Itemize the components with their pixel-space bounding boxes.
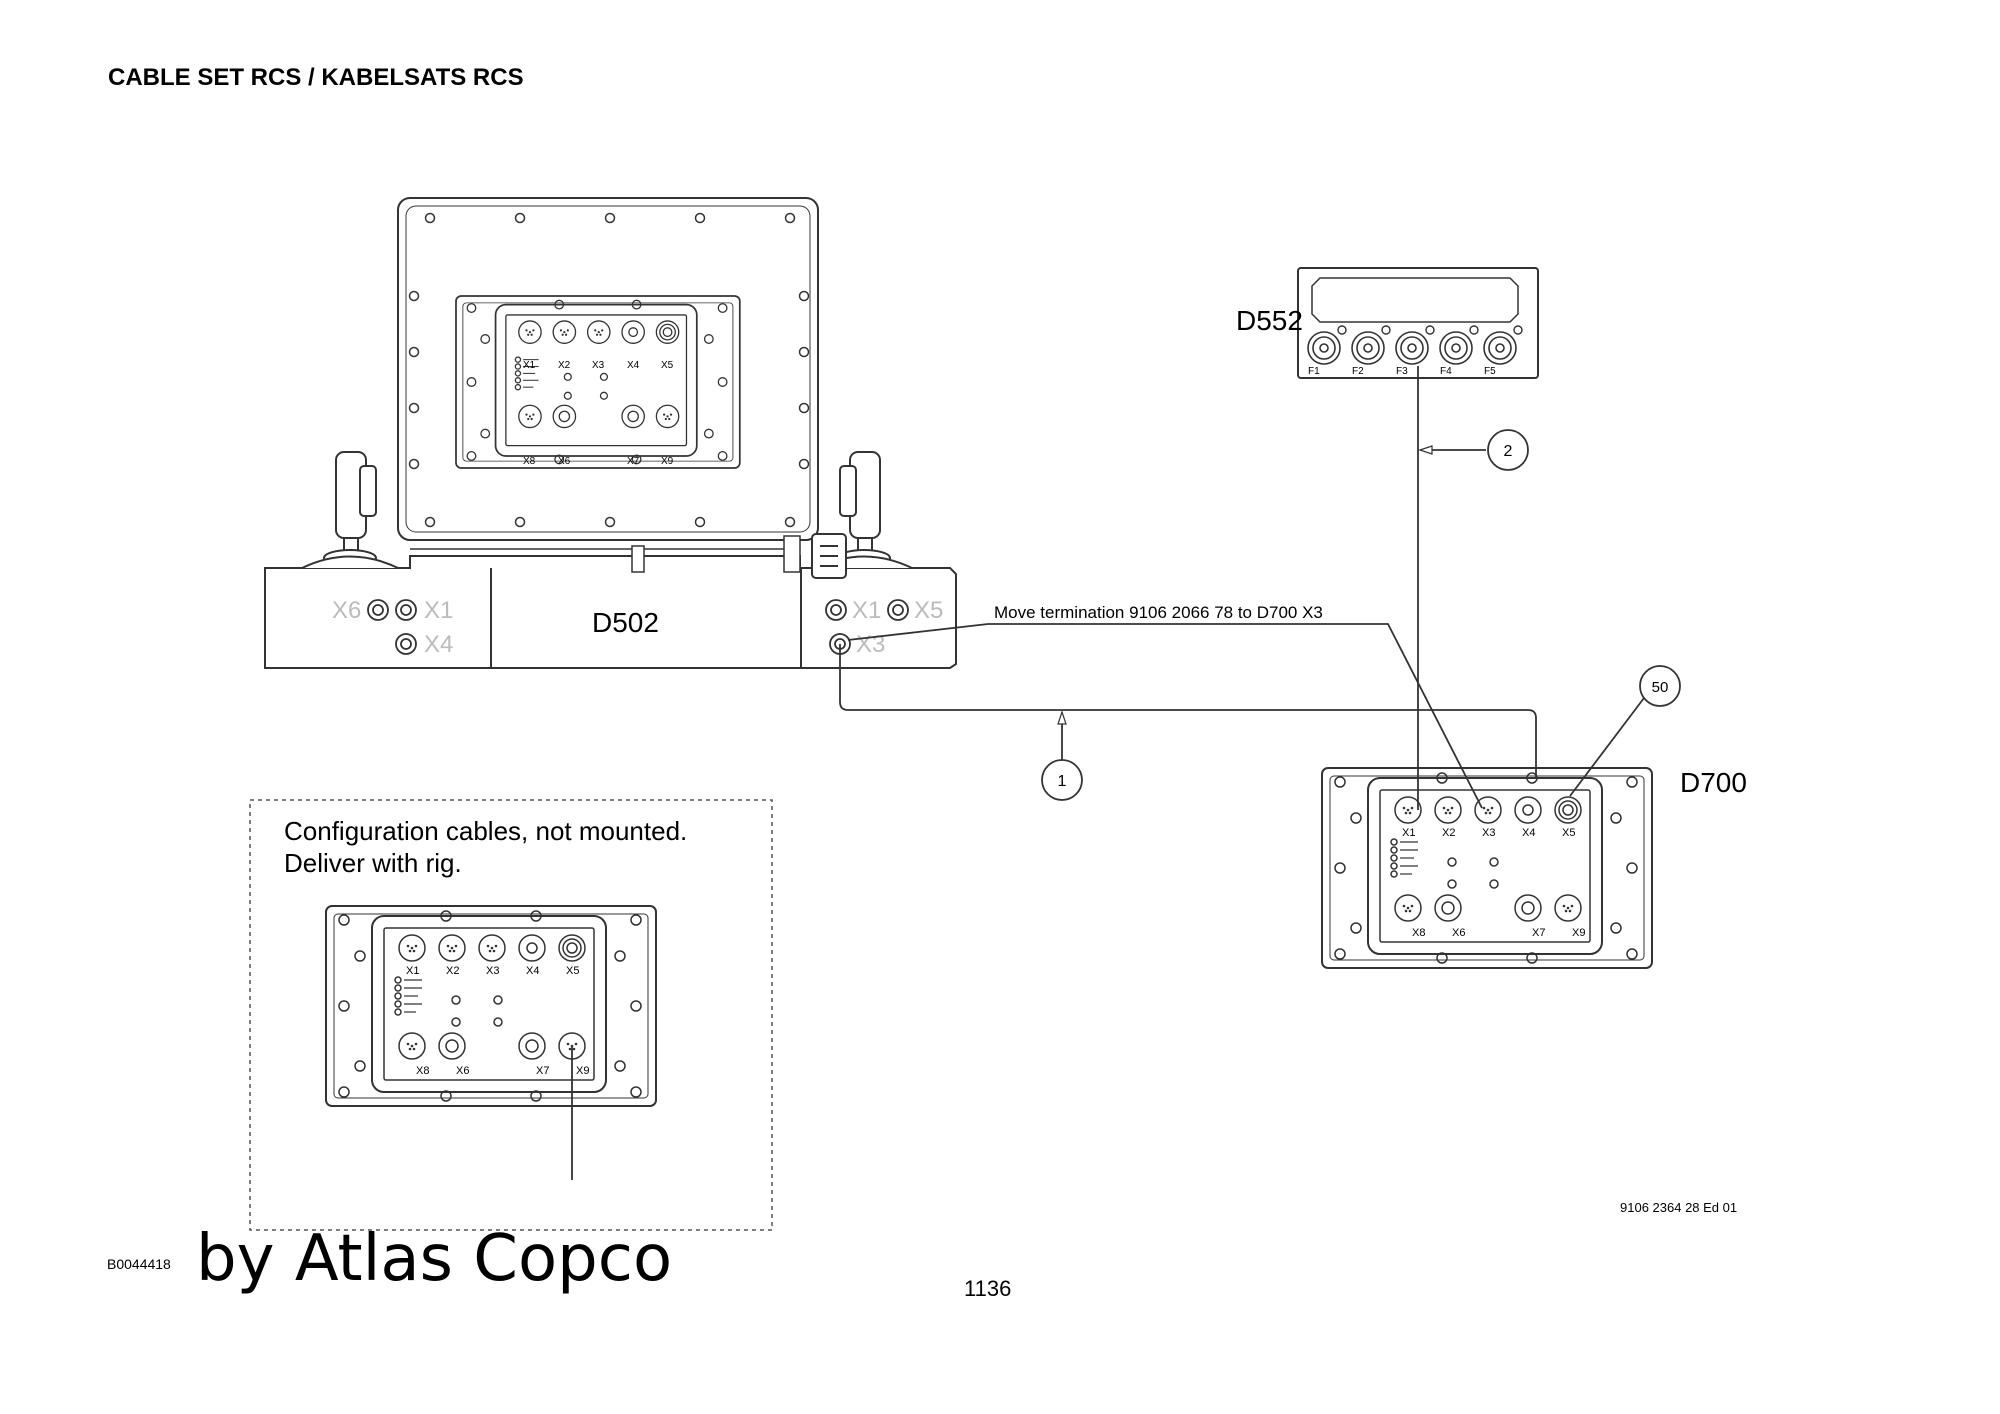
d502-port-x1r-label: X1 [852, 597, 881, 624]
svg-text:X6: X6 [456, 1065, 469, 1077]
d502-port-x6-label: X6 [332, 597, 361, 624]
d502-port-x4-label: X4 [424, 631, 453, 658]
bolt-hole [408, 458, 420, 470]
config-module [325, 905, 657, 1107]
config-module-port-labels: X1 X2 X3 X4 X5 X8 X6 X7 X9 [406, 965, 589, 1077]
d552-connector-f2: F2 [1351, 325, 1391, 377]
svg-text:X3: X3 [1482, 827, 1495, 839]
svg-text:X6: X6 [1452, 927, 1465, 939]
bolt-hole [408, 290, 420, 302]
bolt-hole [514, 516, 526, 528]
cable-1 [839, 644, 1537, 778]
svg-text:X4: X4 [627, 360, 640, 371]
bolt-hole [798, 346, 810, 358]
page-number: 1136 [964, 1276, 1012, 1301]
svg-text:X9: X9 [576, 1065, 589, 1077]
bolt-hole [424, 516, 436, 528]
svg-text:X8: X8 [523, 456, 536, 467]
bolt-hole [784, 212, 796, 224]
d552-label: D552 [1236, 305, 1303, 336]
d552-port-label: F3 [1396, 366, 1408, 377]
svg-text:X3: X3 [592, 360, 605, 371]
bolt-hole [408, 402, 420, 414]
bolt-hole [424, 212, 436, 224]
bolt-hole [798, 290, 810, 302]
d552-unit [1297, 267, 1539, 379]
d552-port-label: F5 [1484, 366, 1496, 377]
leader-50 [1569, 697, 1645, 797]
config-note-line1: Configuration cables, not mounted. [284, 816, 687, 846]
d552-connector-f4: F4 [1439, 325, 1479, 377]
arrow-2 [1418, 445, 1433, 455]
svg-text:X2: X2 [558, 360, 571, 371]
svg-text:X7: X7 [1532, 927, 1545, 939]
svg-text:X3: X3 [486, 965, 499, 977]
d700-module [1321, 767, 1653, 969]
d502-port-x5-label: X5 [914, 597, 943, 624]
callout-2: 2 [1487, 429, 1529, 471]
callout-1: 1 [1041, 759, 1083, 801]
d700-label: D700 [1680, 767, 1747, 798]
d502-left-ports [367, 599, 417, 655]
bolt-hole [694, 212, 706, 224]
d502-module-port-labels: X1 X2 X3 X4 X5 X8 X6 X7 X9 [523, 360, 674, 467]
left-joystick [301, 451, 399, 569]
arrow-1 [1057, 710, 1067, 725]
config-cables-box [249, 799, 773, 1231]
d700-module-port-labels: X1 X2 X3 X4 X5 X8 X6 X7 X9 [1402, 827, 1585, 939]
d502-console [264, 535, 957, 669]
brand-text: by Atlas Copco [196, 1222, 673, 1296]
bolt-hole [604, 516, 616, 528]
d502-port-x3-label: X3 [856, 631, 885, 658]
bolt-hole [798, 402, 810, 414]
svg-text:X5: X5 [661, 360, 674, 371]
d502-cable-gland [811, 533, 847, 579]
callout-50: 50 [1639, 665, 1681, 707]
svg-text:50: 50 [1652, 679, 1669, 696]
svg-text:X2: X2 [446, 965, 459, 977]
bolt-hole [408, 346, 420, 358]
svg-text:X2: X2 [1442, 827, 1455, 839]
d502-module [455, 295, 741, 469]
d552-port-label: F4 [1440, 366, 1452, 377]
page-title: CABLE SET RCS / KABELSATS RCS [108, 64, 524, 91]
move-termination-note: Move termination 9106 2066 78 to D700 X3 [994, 603, 1323, 622]
svg-text:X8: X8 [1412, 927, 1425, 939]
svg-text:2: 2 [1504, 443, 1513, 460]
bolt-hole [514, 212, 526, 224]
svg-text:X1: X1 [523, 360, 536, 371]
bolt-hole [798, 458, 810, 470]
svg-text:X9: X9 [661, 456, 674, 467]
d552-connector-f1: F1 [1307, 325, 1347, 377]
svg-text:X5: X5 [1562, 827, 1575, 839]
d552-connector-f5: F5 [1483, 325, 1523, 377]
bolt-hole [694, 516, 706, 528]
svg-text:X6: X6 [558, 456, 571, 467]
figure-code: B0044418 [107, 1256, 171, 1272]
svg-text:X9: X9 [1572, 927, 1585, 939]
svg-text:X5: X5 [566, 965, 579, 977]
d552-port-label: F1 [1308, 366, 1320, 377]
document-reference: 9106 2364 28 Ed 01 [1620, 1200, 1738, 1215]
d502-port-x1-label: X1 [424, 597, 453, 624]
svg-text:1: 1 [1058, 773, 1067, 790]
bolt-hole [604, 212, 616, 224]
svg-text:X7: X7 [627, 456, 640, 467]
d552-port-label: F2 [1352, 366, 1364, 377]
bolt-hole [784, 516, 796, 528]
svg-text:X4: X4 [1522, 827, 1535, 839]
svg-text:X4: X4 [526, 965, 539, 977]
svg-text:X1: X1 [406, 965, 419, 977]
svg-text:X1: X1 [1402, 827, 1415, 839]
svg-text:X7: X7 [536, 1065, 549, 1077]
move-termination-line [847, 623, 1483, 809]
svg-text:X8: X8 [416, 1065, 429, 1077]
d552-connector-f3: F3 [1395, 325, 1435, 377]
config-note-line2: Deliver with rig. [284, 848, 462, 878]
d502-label: D502 [592, 607, 659, 638]
